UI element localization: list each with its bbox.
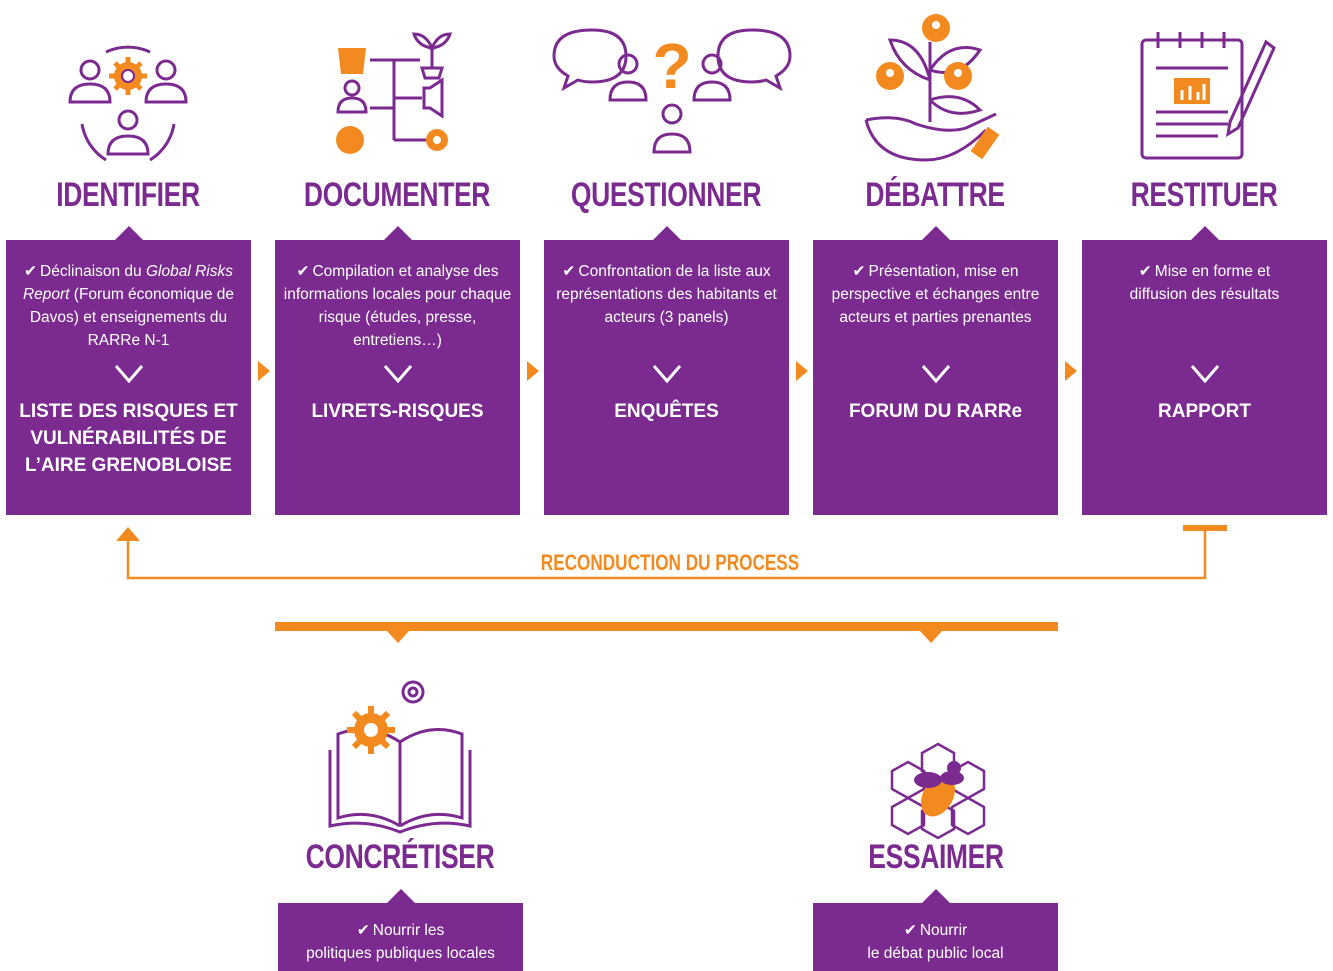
step-output: FORUM DU RARRe (848, 401, 1023, 422)
outcome-description: ✔Nourrir le débat public local (813, 903, 1058, 965)
step-box-identifier: ✔Déclinaison du Global Risks Report (For… (6, 226, 251, 515)
check-icon: ✔ (562, 263, 576, 280)
notepad-report-icon (1140, 32, 1276, 160)
check-icon: ✔ (356, 922, 370, 939)
chevron-down-icon (652, 365, 681, 384)
step-title-documenter: DOCUMENTER (303, 176, 491, 214)
flow-arrow (1065, 361, 1077, 381)
question-people-icon: ? (552, 28, 792, 154)
book-gears-icon (328, 680, 472, 834)
chevron-down-icon (1190, 365, 1219, 384)
check-icon: ✔ (1138, 263, 1152, 280)
flow-arrow (796, 361, 808, 381)
step-title-identifier: IDENTIFIER (56, 176, 200, 214)
step-description: ✔Mise en forme et diffusion des résultat… (1122, 260, 1287, 306)
outcome-title-essaimer: ESSAIMER (868, 838, 1004, 876)
outcome-box-concretiser: ✔Nourrir les politiques publiques locale… (278, 889, 523, 971)
bee-honeycomb-icon (890, 742, 986, 840)
step-description: ✔Compilation et analyse des informations… (283, 260, 512, 352)
step-description: ✔Déclinaison du Global Risks Report (For… (14, 260, 243, 352)
step-output: LIVRETS-RISQUES (311, 401, 484, 422)
step-output: RAPPORT (1158, 401, 1251, 422)
chevron-down-icon (383, 365, 412, 384)
step-output: LISTE DES RISQUES ET VULNÉRABILITÉS DE L… (19, 401, 238, 476)
step-box-restituer: ✔Mise en forme et diffusion des résultat… (1082, 226, 1327, 515)
step-title-questionner: QUESTIONNER (570, 176, 762, 214)
outcome-bar (275, 622, 1058, 643)
step-box-debattre: ✔Présentation, mise en perspective et éc… (813, 226, 1058, 515)
step-title-debattre: DÉBATTRE (865, 176, 1005, 214)
hand-plant-people-icon (864, 14, 1000, 162)
flow-arrow (258, 361, 270, 381)
check-icon: ✔ (296, 263, 310, 280)
outcome-description: ✔Nourrir les politiques publiques locale… (278, 903, 523, 965)
people-gear-icon (68, 45, 188, 162)
chevron-down-icon (921, 365, 950, 384)
check-icon: ✔ (852, 263, 866, 280)
loop-label: RECONDUCTION DU PROCESS (540, 550, 800, 575)
check-icon: ✔ (24, 263, 37, 280)
step-box-documenter: ✔Compilation et analyse des informations… (275, 226, 520, 515)
step-title-restituer: RESTITUER (1130, 176, 1278, 214)
step-description: ✔Confrontation de la liste aux représent… (552, 260, 781, 329)
outcome-box-essaimer: ✔Nourrir le débat public local (813, 889, 1058, 971)
chevron-down-icon (114, 365, 143, 384)
outcome-title-concretiser: CONCRÉTISER (305, 838, 495, 876)
step-output: ENQUÊTES (614, 401, 719, 422)
step-description: ✔Présentation, mise en perspective et éc… (821, 260, 1050, 329)
step-box-questionner: ✔Confrontation de la liste aux représent… (544, 226, 789, 515)
loop-connector (116, 525, 1227, 580)
documentation-network-icon (336, 32, 453, 154)
svg-text:?: ? (652, 30, 691, 102)
check-icon: ✔ (903, 922, 917, 939)
flow-arrow (527, 361, 539, 381)
